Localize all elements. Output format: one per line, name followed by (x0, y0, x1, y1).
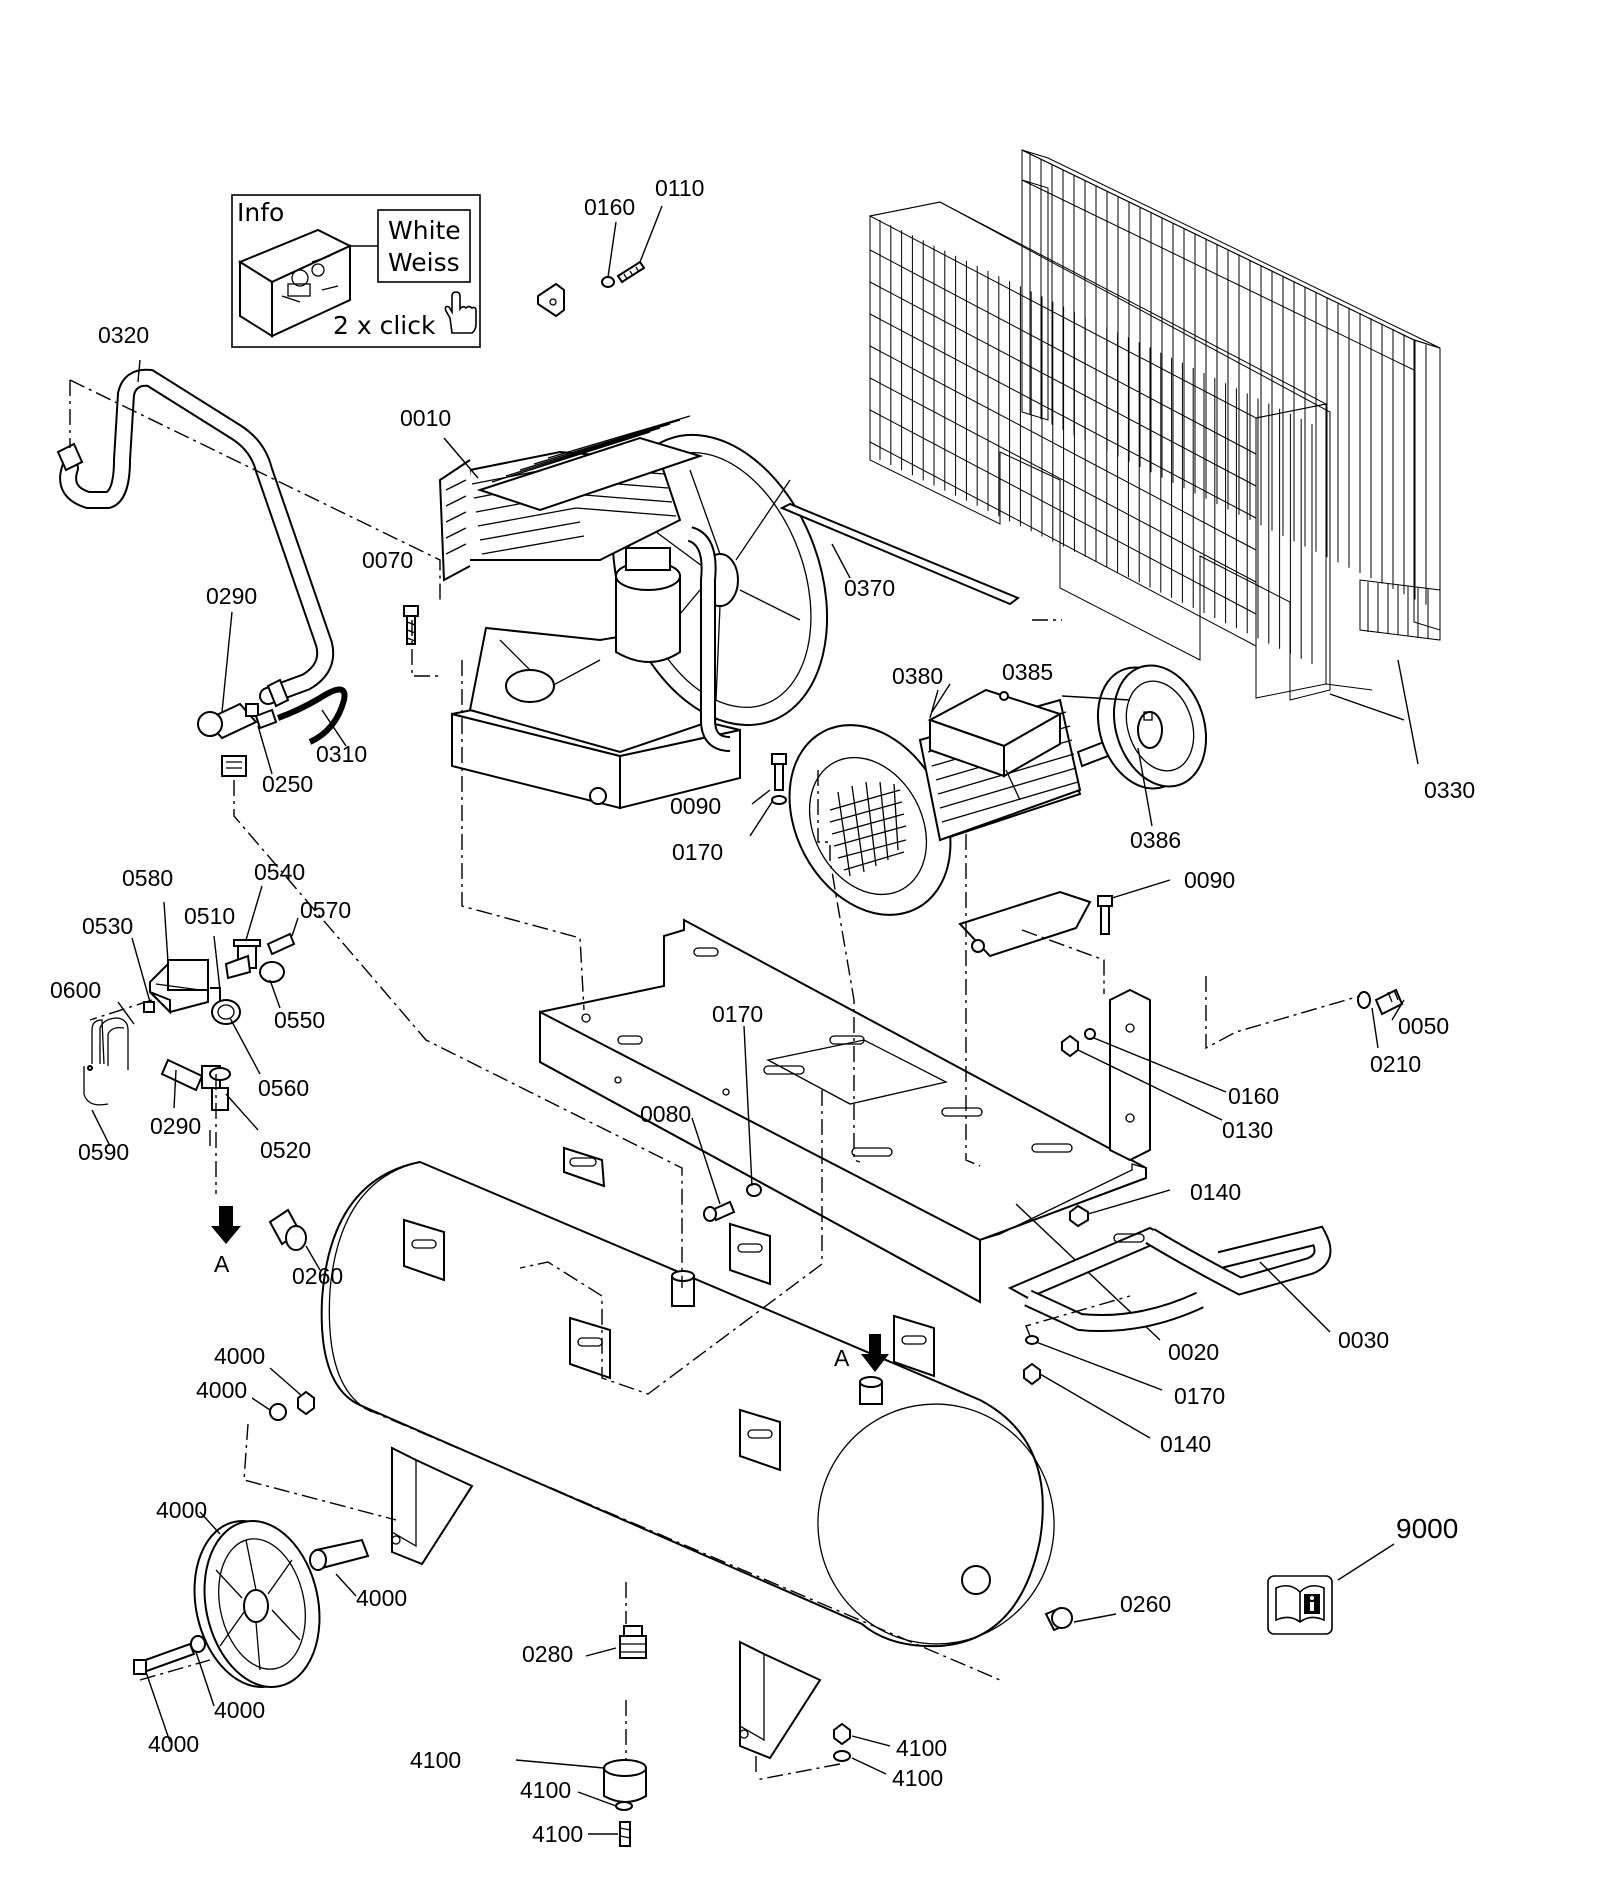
rubber-foot-assembly (515, 1722, 891, 1847)
discharge-pipe (56, 359, 335, 708)
callout-0385: 0385 (1002, 659, 1053, 685)
callout-0020: 0020 (1168, 1339, 1219, 1365)
callout-4000-f: 4000 (148, 1731, 199, 1757)
callout-4100-e: 4100 (532, 1821, 583, 1847)
callout-0160-top: 0160 (584, 194, 635, 220)
callout-0530: 0530 (82, 913, 133, 939)
view-arrow-a-left: A (211, 1206, 241, 1277)
callout-0510: 0510 (184, 903, 235, 929)
callout-0600: 0600 (50, 977, 101, 1003)
motor-pulley (1061, 664, 1208, 827)
mounting-bracket-small (537, 205, 663, 318)
callout-4100-c: 4100 (892, 1765, 943, 1791)
electric-motor (788, 683, 1110, 958)
callout-0070: 0070 (362, 547, 413, 573)
callout-0140-top: 0140 (1190, 1179, 1241, 1205)
manual-book-icon[interactable] (1267, 1543, 1395, 1635)
callout-4000-c: 4000 (156, 1497, 207, 1523)
motor-bolts (749, 753, 1171, 935)
callout-0250: 0250 (262, 771, 313, 797)
callout-0090-left: 0090 (670, 793, 721, 819)
callout-0260-left: 0260 (292, 1263, 343, 1289)
callout-0386: 0386 (1130, 827, 1181, 853)
color-label-weiss: Weiss (388, 248, 460, 277)
transport-handle (1007, 1225, 1332, 1333)
callout-4100-b: 4100 (896, 1735, 947, 1761)
air-receiver-tank (320, 1146, 1055, 1760)
view-arrow-a-tank: A (834, 1334, 889, 1372)
callout-4100-d: 4100 (520, 1777, 571, 1803)
compressor-pump (438, 415, 829, 810)
info-thumbnail (237, 228, 353, 338)
callout-0080: 0080 (640, 1101, 691, 1127)
callout-9000: 9000 (1396, 1513, 1458, 1544)
callout-0380: 0380 (892, 663, 943, 689)
callout-0260-right: 0260 (1120, 1591, 1171, 1617)
color-label-white: White (388, 216, 461, 245)
callout-0160-right: 0160 (1228, 1083, 1279, 1109)
callout-0570: 0570 (300, 897, 351, 923)
callout-0170-mid: 0170 (712, 1001, 763, 1027)
callout-0290-bottom: 0290 (150, 1113, 201, 1139)
pressure-switch-assembly (83, 885, 299, 1147)
info-title: Info (237, 198, 284, 227)
callout-4000-b: 4000 (196, 1377, 247, 1403)
check-valve-assembly (197, 611, 348, 777)
callout-0540: 0540 (254, 859, 305, 885)
callout-4000-e: 4000 (214, 1697, 265, 1723)
assembly-guide-lines (69, 379, 1361, 1781)
callout-0560: 0560 (258, 1075, 309, 1101)
callout-0590: 0590 (78, 1139, 129, 1165)
callout-0520: 0520 (260, 1137, 311, 1163)
belt-guard-cage (868, 149, 1441, 765)
callout-0330: 0330 (1424, 777, 1475, 803)
callout-0010: 0010 (400, 405, 451, 431)
callout-0030: 0030 (1338, 1327, 1389, 1353)
view-marker-label: A (214, 1251, 230, 1277)
callout-0370: 0370 (844, 575, 895, 601)
tank-plugs (268, 1208, 1117, 1632)
callout-0280: 0280 (522, 1641, 573, 1667)
callout-0290-top: 0290 (206, 583, 257, 609)
callout-4000-a: 4000 (214, 1343, 265, 1369)
bolt-0070 (403, 605, 419, 645)
info-box[interactable]: Info White Weiss 2 x click (231, 194, 481, 348)
callout-4000-d: 4000 (356, 1585, 407, 1611)
drain-valve (585, 1625, 647, 1659)
callout-0090-right: 0090 (1184, 867, 1235, 893)
callout-0320: 0320 (98, 322, 149, 348)
view-marker-label-tank: A (834, 1345, 850, 1371)
callout-0110: 0110 (655, 175, 704, 201)
callout-0130: 0130 (1222, 1117, 1273, 1143)
callout-labels: 0160 0110 0320 0010 0070 0370 0290 0310 … (50, 175, 1475, 1847)
callout-0050: 0050 (1398, 1013, 1449, 1039)
callout-0310: 0310 (316, 741, 367, 767)
callout-0170-bottom: 0170 (1174, 1383, 1225, 1409)
callout-0580: 0580 (122, 865, 173, 891)
wheel-assembly (133, 1367, 370, 1743)
callout-0170-left: 0170 (672, 839, 723, 865)
callout-4100-a: 4100 (410, 1747, 461, 1773)
guard-mounting-hardware (1023, 988, 1405, 1439)
hand-pointer-icon (444, 291, 477, 334)
belt-strip (779, 502, 1021, 606)
callout-0550: 0550 (274, 1007, 325, 1033)
plate-bolt (691, 1025, 762, 1222)
callout-0210: 0210 (1370, 1051, 1421, 1077)
info-action-label: 2 x click (333, 311, 436, 340)
callout-0140-bottom: 0140 (1160, 1431, 1211, 1457)
